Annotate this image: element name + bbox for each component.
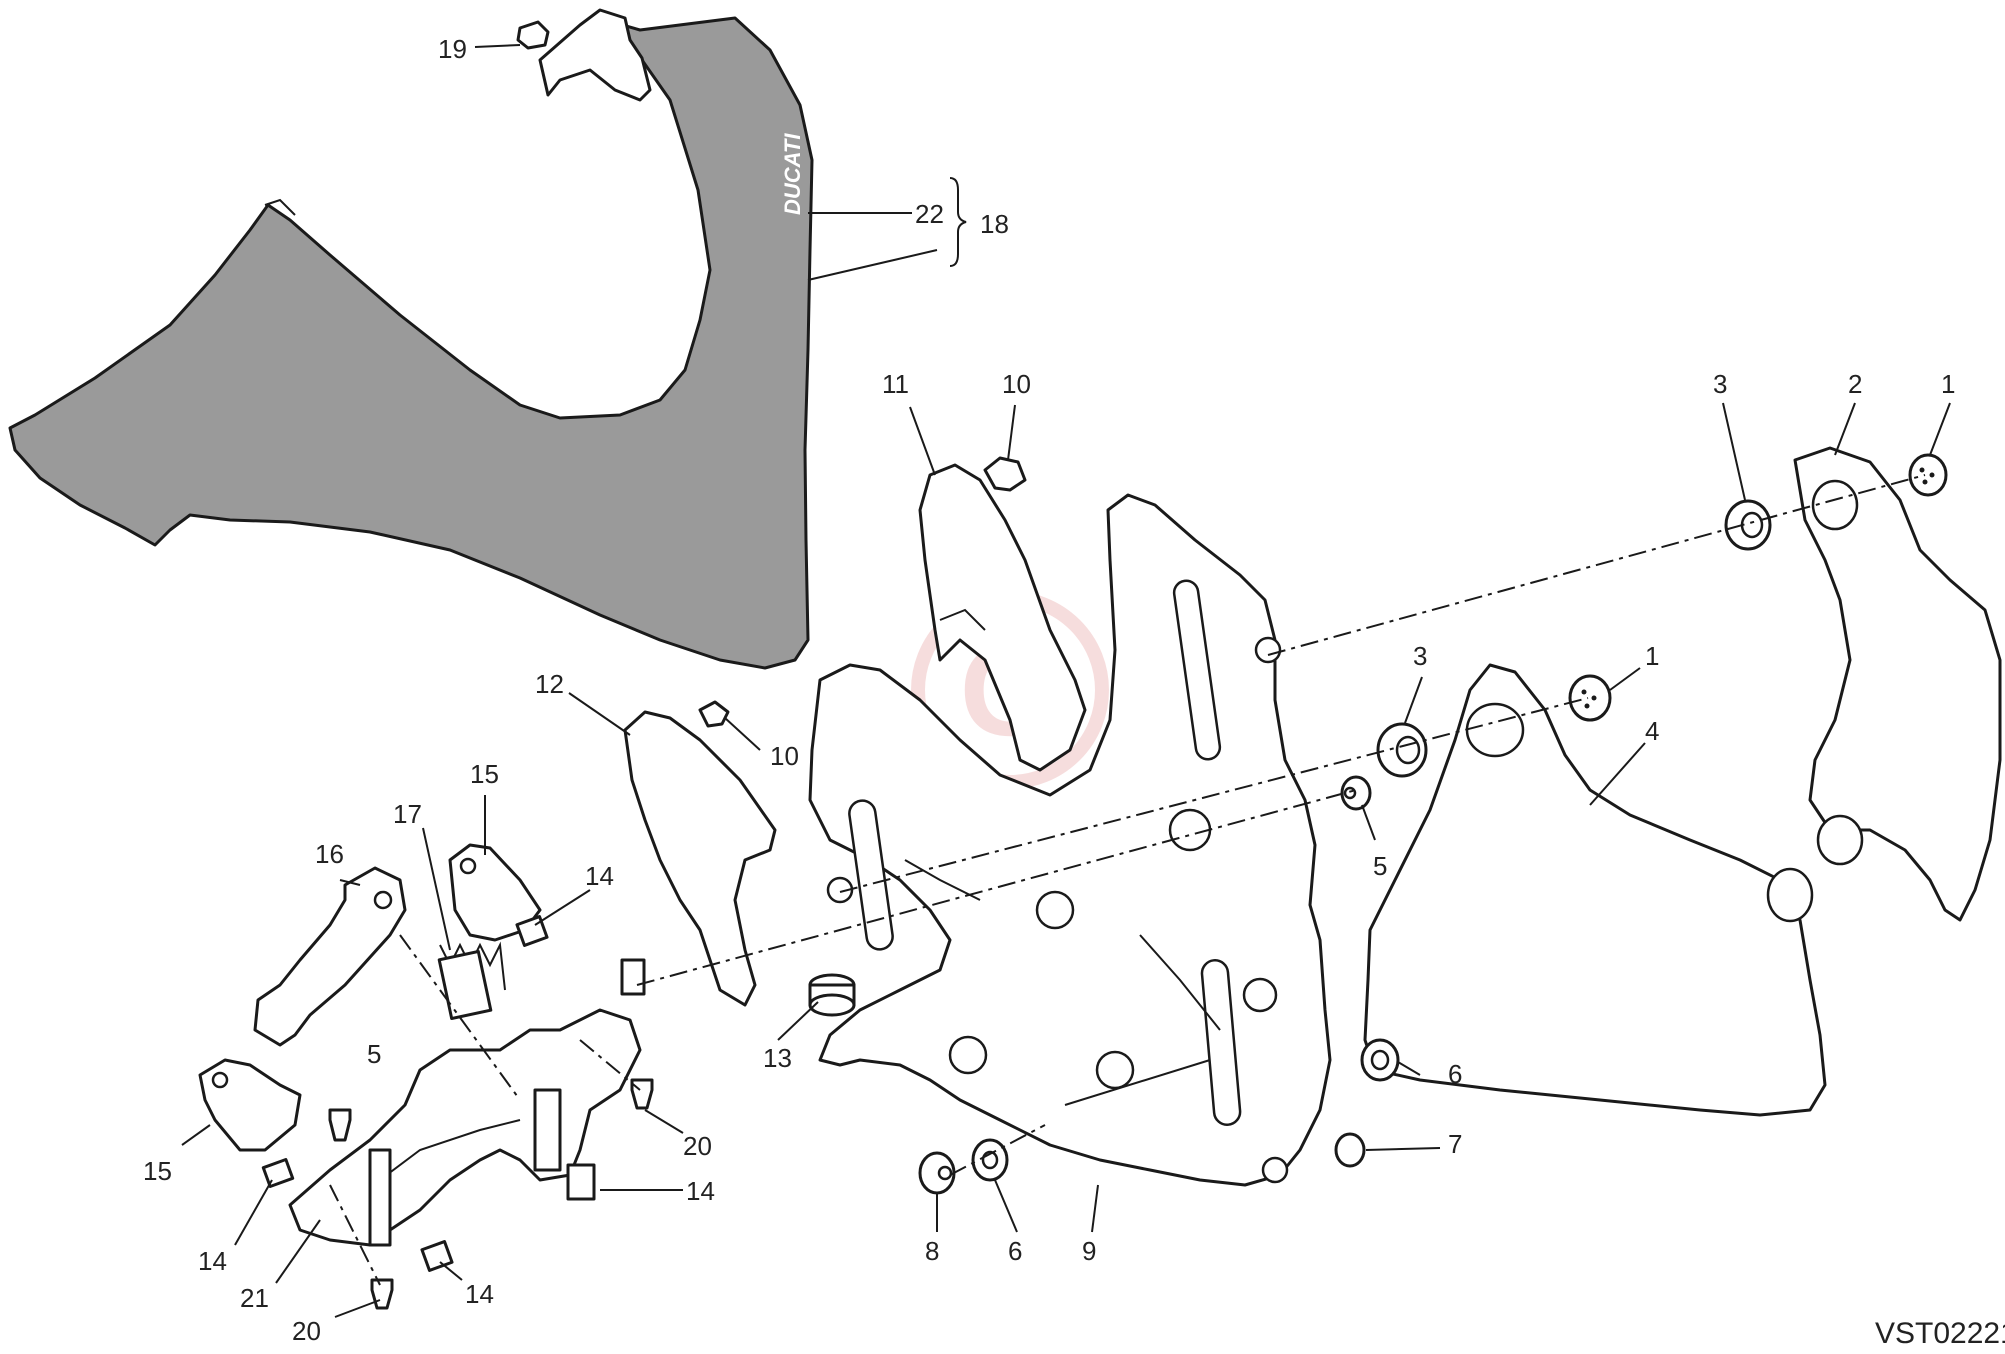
- part-14-nut-a: [515, 915, 549, 947]
- part-4-side-panel: [1363, 663, 1827, 1117]
- callout-19: 19: [438, 34, 467, 64]
- part-7-plug: [1334, 1132, 1366, 1168]
- part-3-grommet-upper: [1724, 499, 1772, 551]
- assembly-axes: [329, 474, 1926, 1286]
- part-1-screen-upper: [1908, 453, 1948, 497]
- part-21-lower-bracket: [288, 1008, 642, 1247]
- callout-11: 11: [882, 369, 909, 399]
- callout-6-right: 6: [1448, 1059, 1462, 1089]
- part-12-inner-cover: [623, 700, 777, 1007]
- callout-14-upper: 14: [585, 861, 614, 891]
- callout-10-lower: 10: [770, 741, 799, 771]
- ducati-logo: DUCATI: [780, 133, 805, 215]
- callout-4: 4: [1645, 716, 1659, 746]
- part-17-spring: [437, 941, 506, 1021]
- callout-5-left: 5: [367, 1039, 381, 1069]
- callout-1-upper: 1: [1941, 369, 1955, 399]
- part-1-screen-lower: [1568, 674, 1612, 722]
- leader-lines: [181, 44, 1951, 1318]
- callout-21: 21: [240, 1283, 269, 1313]
- part-16-strap: [253, 866, 407, 1047]
- part-14-nut-c: [261, 1157, 295, 1189]
- callout-17: 17: [393, 799, 422, 829]
- callout-9: 9: [1082, 1236, 1096, 1266]
- callout-5-right: 5: [1373, 851, 1387, 881]
- part-9-main-bracket: [808, 493, 1332, 1187]
- callout-6-lower: 6: [1008, 1236, 1022, 1266]
- drawing-code: VST02221: [1875, 1317, 2005, 1350]
- callout-3-lower: 3: [1413, 641, 1427, 671]
- callout-20-upper: 20: [683, 1131, 712, 1161]
- part-20-screw-lower: [370, 1278, 394, 1310]
- part-14-nut-b: [620, 958, 646, 996]
- part-15-holder-lower: [198, 1058, 302, 1152]
- callout-14-left: 14: [198, 1246, 227, 1276]
- callout-15-upper: 15: [470, 759, 499, 789]
- part-6-washer-right: [1360, 1038, 1400, 1082]
- callout-20-lower: 20: [292, 1316, 321, 1346]
- callout-3-upper: 3: [1713, 369, 1727, 399]
- part-6-washer-lower: [971, 1138, 1009, 1182]
- callout-10-upper: 10: [1002, 369, 1031, 399]
- part-8-screw: [918, 1151, 956, 1195]
- callout-14-right: 14: [686, 1176, 715, 1206]
- callout-12: 12: [535, 669, 564, 699]
- part-11-inner-cover: [918, 456, 1087, 772]
- part-2-side-panel: [1793, 446, 2002, 922]
- part-5-screw-left: [328, 1108, 352, 1142]
- callout-18: 18: [980, 209, 1009, 239]
- part-14-nut-d: [566, 1163, 596, 1201]
- callout-14-lower: 14: [465, 1279, 494, 1309]
- callout-22: 22: [915, 199, 944, 229]
- part-13-grommet: [808, 973, 856, 1017]
- part-19-clip: [516, 8, 652, 102]
- callout-16: 16: [315, 839, 344, 869]
- callout-1-lower: 1: [1645, 641, 1659, 671]
- upper-fairing-panel: DUCATI: [8, 16, 814, 670]
- part-20-screw-upper: [630, 1078, 654, 1110]
- callout-15-lower: 15: [143, 1156, 172, 1186]
- callout-13: 13: [763, 1043, 792, 1073]
- part-5-screw-right: [1340, 775, 1372, 811]
- callout-8: 8: [925, 1236, 939, 1266]
- part-3-grommet-lower: [1376, 722, 1428, 778]
- callout-2: 2: [1848, 369, 1862, 399]
- callout-labels: 19 22 18 11 10 3 2 1 3 1 4 12 10 15 17 1…: [143, 34, 1955, 1346]
- part-14-nut-e: [420, 1240, 454, 1272]
- callout-7: 7: [1448, 1129, 1462, 1159]
